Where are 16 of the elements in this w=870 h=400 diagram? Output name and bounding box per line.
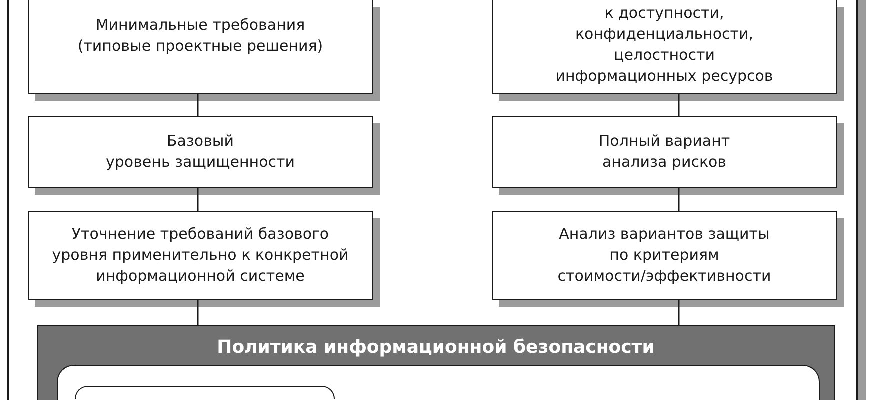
rounded-box: [75, 386, 335, 399]
box-text: Полный вариант анализа рисков: [598, 131, 730, 173]
connector-line: [678, 188, 680, 211]
connector-line: [678, 300, 680, 325]
connector-line: [678, 94, 680, 116]
content-panel: [56, 364, 820, 400]
box-text: Базовый уровень защищенности: [106, 131, 295, 173]
connector-line: [197, 300, 199, 325]
panel-title: Политика информационной безопасности: [217, 336, 655, 360]
box-text: Уточнение требований базового уровня применительно к конкретной информационной системе: [52, 224, 349, 287]
box-text: Анализ вариантов защиты по критериям стоимости/эффективности: [558, 224, 772, 287]
policy-panel: [37, 325, 835, 400]
connector-line: [197, 188, 199, 211]
connector-line: [197, 94, 199, 116]
box-text: к доступности, конфиденциальности, целостности информационных ресурсов: [556, 3, 774, 87]
box-text: Минимальные требования (типовые проектные решения): [78, 15, 324, 57]
